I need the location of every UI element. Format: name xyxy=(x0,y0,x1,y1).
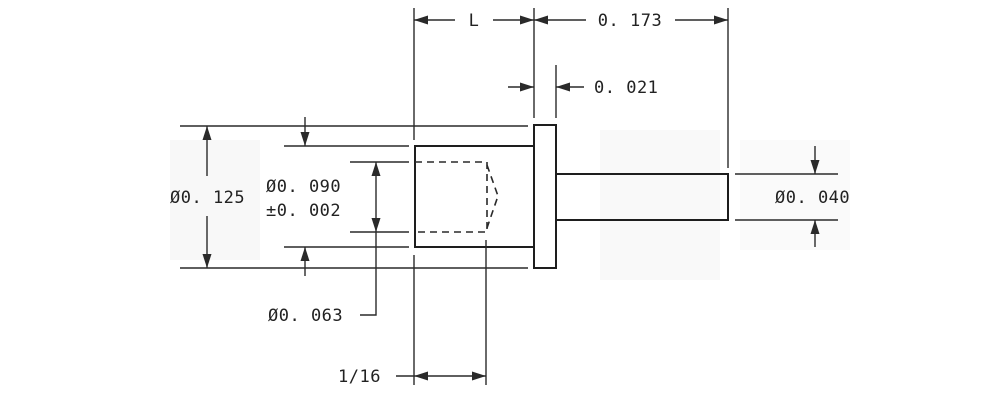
dim-length-L: L xyxy=(414,11,534,31)
pin-diameter-label: Ø0. 040 xyxy=(775,188,850,208)
part-outline xyxy=(414,124,729,269)
hole-depth-label: 1/16 xyxy=(338,367,381,387)
bore-diameter-label-line2: ±0. 002 xyxy=(266,201,341,221)
hidden-drill-point xyxy=(486,164,499,229)
dim-hole-diameter: Ø0. 063 xyxy=(268,162,381,326)
length-label: L xyxy=(469,11,480,31)
dim-pin-diameter: Ø0. 040 xyxy=(775,146,850,247)
bore-diameter-label-line1: Ø0. 090 xyxy=(266,177,341,197)
dim-hole-depth: 1/16 xyxy=(338,367,486,387)
pin-outline xyxy=(556,173,729,221)
cup-body-outline xyxy=(414,145,534,248)
dim-flange-thickness: 0. 021 xyxy=(508,78,658,98)
overall-length-label: 0. 173 xyxy=(598,11,662,31)
dim-overall-length: 0. 173 xyxy=(534,11,728,31)
paper-texture xyxy=(170,130,850,280)
dim-bore-diameter: Ø0. 090 ±0. 002 xyxy=(266,117,341,276)
flange-diameter-label: Ø0. 125 xyxy=(170,188,245,208)
hidden-bore xyxy=(415,161,488,233)
flange-thickness-label: 0. 021 xyxy=(594,78,658,98)
hole-diameter-label: Ø0. 063 xyxy=(268,306,343,326)
dim-flange-diameter: Ø0. 125 xyxy=(170,126,245,268)
flange-outline xyxy=(533,124,557,269)
